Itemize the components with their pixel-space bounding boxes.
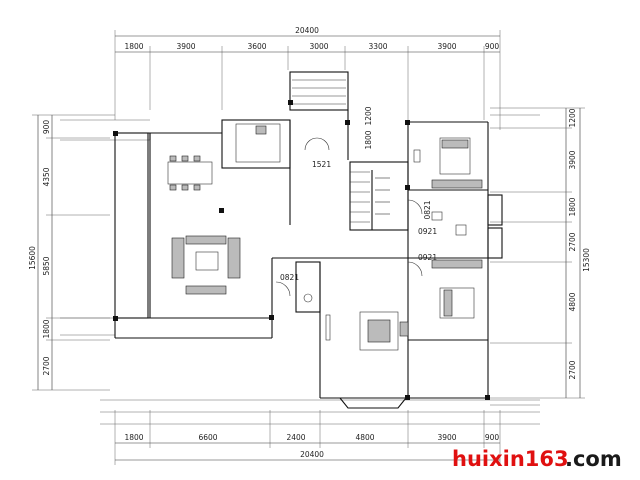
right-overall-dim: 15300: [582, 248, 591, 272]
top-dim-6: 3900: [437, 42, 456, 51]
left-dim-3: 5850: [42, 256, 51, 275]
bottom-dim-6: 900: [485, 433, 500, 442]
right-dim-1: 1200: [568, 108, 577, 127]
column: [113, 316, 118, 321]
left-dim-2: 4350: [42, 167, 51, 186]
watermark-domain: .com: [565, 447, 622, 471]
bottom-dimension-chain: 1800 6600 2400 4800 3900 900 20400: [114, 410, 501, 465]
toilet: [303, 293, 313, 303]
dim-0921-b: 0921: [418, 253, 437, 262]
top-dim-1: 1800: [124, 42, 143, 51]
column: [269, 315, 274, 320]
inner-dims: 1521 1800 1200 0821 0921 0921 0821: [280, 106, 437, 282]
bottom-dim-4: 4800: [355, 433, 374, 442]
dim-1200: 1200: [364, 106, 373, 125]
doors: [275, 137, 423, 297]
column: [288, 100, 293, 105]
column: [405, 120, 410, 125]
right-dim-3: 1800: [568, 197, 577, 216]
top-overall-dim: 20400: [295, 26, 319, 35]
dining-table: [167, 161, 213, 185]
bottom-dim-2: 6600: [198, 433, 217, 442]
column: [405, 395, 410, 400]
door-swing: [304, 137, 318, 151]
column: [113, 131, 118, 136]
top-dim-2: 3900: [176, 42, 195, 51]
axis-lines: [60, 114, 540, 425]
wardrobe: [431, 259, 483, 269]
door-swing: [407, 199, 423, 215]
dim-0921-a: 0921: [418, 227, 437, 236]
right-dim-4: 2700: [568, 232, 577, 251]
dim-0821-a: 0821: [423, 200, 432, 219]
top-dim-4: 3000: [309, 42, 328, 51]
column: [485, 395, 490, 400]
dim-0821-b: 0821: [280, 273, 299, 282]
left-dim-1: 900: [42, 120, 51, 135]
furniture: [167, 123, 483, 351]
column: [219, 208, 224, 213]
washbasin: [431, 211, 443, 221]
left-dim-4: 1800: [42, 319, 51, 338]
bottom-dim-3: 2400: [286, 433, 305, 442]
column: [345, 120, 350, 125]
dim-1521: 1521: [312, 160, 331, 169]
walls: [114, 71, 503, 409]
column: [405, 185, 410, 190]
bottom-dim-1: 1800: [124, 433, 143, 442]
left-dim-5: 2700: [42, 356, 51, 375]
right-dim-2: 3900: [568, 150, 577, 169]
watermark-text: huixin163: [452, 447, 569, 471]
door-swing: [275, 281, 291, 297]
bottom-overall-dim: 20400: [300, 450, 324, 459]
bottom-dim-5: 3900: [437, 433, 456, 442]
dim-1800: 1800: [364, 130, 373, 149]
wardrobe: [431, 179, 483, 189]
door-swing: [407, 261, 423, 277]
left-dimension-chain: 15600 900 4350 5850 1800 2700: [28, 114, 115, 391]
top-dim-3: 3600: [247, 42, 266, 51]
washbasin: [455, 224, 467, 236]
left-overall-dim: 15600: [28, 246, 37, 270]
right-dim-5: 4800: [568, 292, 577, 311]
top-dim-5: 3300: [368, 42, 387, 51]
top-dim-7: 900: [485, 42, 500, 51]
right-dim-6: 2700: [568, 360, 577, 379]
watermark: huixin163 .com: [452, 447, 622, 471]
door-swing: [316, 137, 330, 151]
right-dimension-chain: 1200 3900 1800 2700 4800 2700 15300: [490, 107, 591, 399]
top-dimension-chain: 20400 1800 3900 3600 3000 3300 3900 900: [114, 26, 501, 130]
columns: [113, 100, 490, 400]
coffee-table: [195, 251, 219, 271]
